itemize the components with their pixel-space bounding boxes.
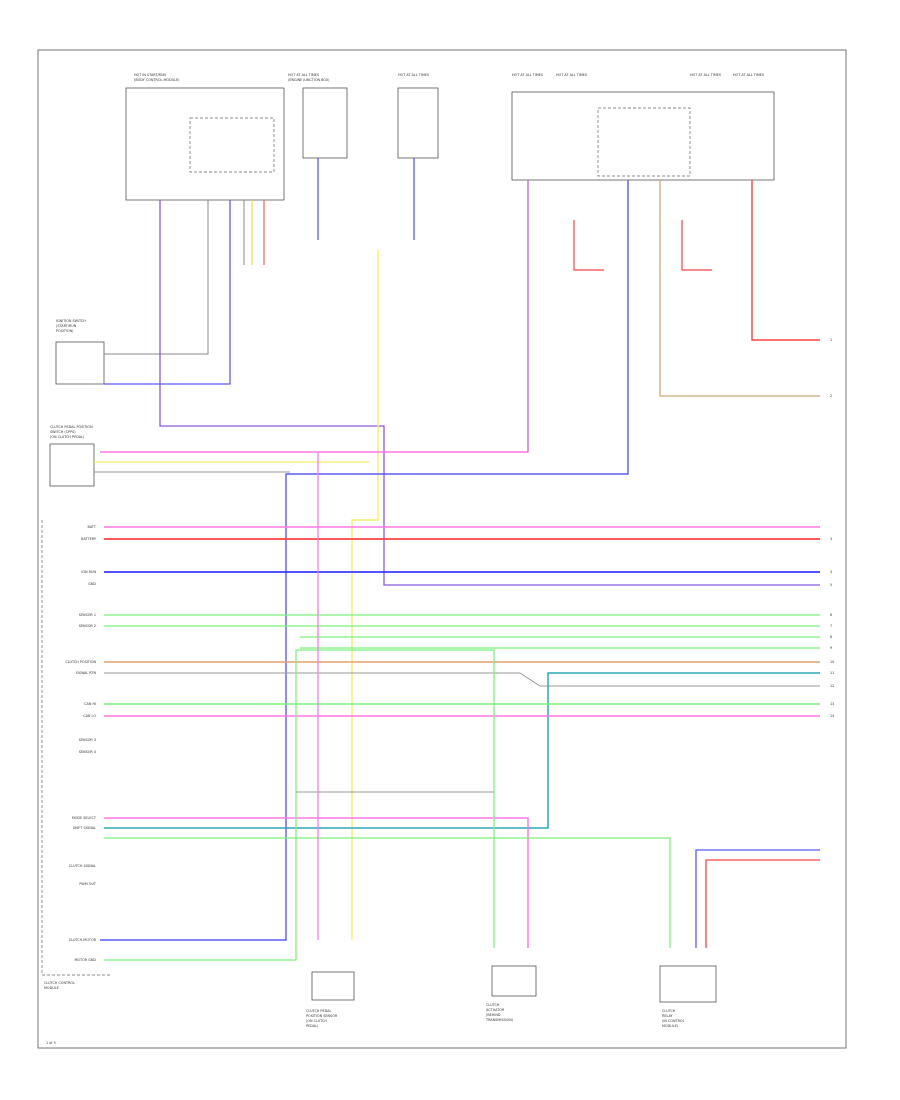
cpps-box (49, 443, 95, 487)
bottom-components: CLUTCH PEDAL POSITION SENSOR (ON CLUTCH … (306, 965, 717, 1028)
wires (94, 158, 820, 961)
right-reference-number: 7 (830, 624, 832, 628)
ejb2-box (397, 87, 439, 159)
module-pin-label: MODE SELECT (72, 816, 97, 820)
bcm-label-2: (BODY CONTROL MODULE) (134, 78, 180, 82)
wire-pink-main (100, 180, 529, 453)
wire-red-relay (705, 859, 820, 948)
module-pin-label: SHIFT SIGNAL (73, 826, 96, 830)
clutch-sensor-box (311, 971, 355, 1001)
wire-blue-relay (695, 849, 820, 948)
cpps-label-2: SWITCH (CPPS) (50, 430, 76, 434)
wire-violet-bcm (159, 200, 820, 586)
module-caption-2: MODULE (44, 986, 59, 990)
clutch-sensor-label: CLUTCH PEDAL (306, 1009, 331, 1013)
module-pin-label: IGN RUN (81, 570, 96, 574)
wire-green-shift (104, 837, 671, 948)
right-reference-number: 11 (830, 671, 834, 675)
right-reference-number: 4 (830, 570, 832, 574)
ejb1-label: HOT AT ALL TIMES (288, 73, 319, 77)
relay-box (659, 965, 717, 1003)
wire-blue-bcm (104, 200, 231, 385)
module-pin-label: MOTOR GND (74, 958, 96, 962)
module-pin-label: CLUTCH MOTOR (69, 938, 97, 942)
module-pin-label: SENSOR 3 (79, 738, 96, 742)
wire-red-fuse3 (751, 180, 820, 341)
relay-label: CLUTCH (662, 1009, 676, 1013)
actuator-label-4: TRANSMISSION) (485, 1018, 514, 1022)
module-pin-label: BATTERY (81, 537, 97, 541)
relay-label-3: (IN CONTROL (662, 1019, 685, 1023)
ejb5-label: HOT AT ALL TIMES (690, 73, 721, 77)
ejb1-box (302, 87, 348, 159)
cpps-label: CLUTCH PEDAL POSITION (50, 425, 93, 429)
wire-tan-fuse (659, 180, 820, 397)
top-components: HOT IN START/RUN (BODY CONTROL MODULE) H… (49, 73, 775, 487)
bcm-inner-box (189, 117, 275, 173)
ignition-switch-label-3: POSITION) (56, 329, 74, 333)
control-module: CLUTCH CONTROL MODULE BATT BATTERY IGN RUN… (41, 520, 110, 990)
actuator-label: CLUTCH (486, 1003, 500, 1007)
actuator-box (491, 965, 537, 997)
module-pin-label: SENSOR 4 (79, 750, 96, 754)
ejb6-label: HOT AT ALL TIMES (733, 73, 764, 77)
right-reference-number: 5 (830, 583, 832, 587)
ignition-switch-label: IGNITION SWITCH (56, 319, 86, 323)
wire-blue-fuse (100, 180, 629, 941)
wire-gray-signal-jog (519, 672, 820, 687)
ignition-switch-box (55, 341, 105, 385)
wire-gray-bcm (104, 200, 209, 355)
right-reference-number: 9 (830, 646, 832, 650)
bcm-box (125, 87, 285, 201)
wire-green-pwm (104, 649, 495, 961)
right-reference-number: 14 (830, 714, 834, 718)
ejb2-label: HOT AT ALL TIMES (398, 73, 429, 77)
module-pin-labels: BATT BATTERY IGN RUN GND SENSOR 1 SENSOR 2 CLU… (65, 525, 97, 962)
ejb3-box (511, 91, 775, 181)
ejb4-label: HOT AT ALL TIMES (556, 73, 587, 77)
wire-yellow-main (351, 250, 379, 940)
clutch-sensor-label-3: (ON CLUTCH (306, 1019, 327, 1023)
module-pin-label: PWM OUT (79, 882, 97, 886)
clutch-sensor-label-4: PEDAL) (306, 1024, 319, 1028)
module-pin-label: CLUTCH SIGNAL (69, 864, 96, 868)
ignition-switch-label-2: (START/RUN (56, 324, 77, 328)
module-pin-label: CAN HI (84, 702, 96, 706)
cpps-label-3: (ON CLUTCH PEDAL) (50, 435, 85, 439)
actuator-label-3: (BEHIND (486, 1013, 501, 1017)
footer-code: 1 of 5 (46, 1041, 56, 1045)
bcm-label: HOT IN START/RUN (134, 73, 166, 77)
wire-pink-mode (104, 817, 529, 948)
module-pin-label: SENSOR 1 (79, 613, 96, 617)
right-reference-number: 6 (830, 613, 832, 617)
right-reference-number: 12 (830, 684, 834, 688)
wire-red-fuse1 (573, 220, 604, 271)
diagram-frame (37, 49, 847, 1049)
right-reference-number: 10 (830, 660, 834, 664)
ejb1-label-2: (ENGINE JUNCTION BOX) (288, 78, 330, 82)
ejb3-label: HOT AT ALL TIMES (512, 73, 543, 77)
wire-red-fuse2 (681, 220, 712, 271)
wire-teal-signal (104, 672, 820, 829)
module-pin-label: SIGNAL RTN (76, 671, 97, 675)
relay-label-4: MODULE) (662, 1024, 679, 1028)
module-pin-label: SENSOR 2 (79, 624, 96, 628)
module-pin-label: CAN LO (83, 714, 96, 718)
clutch-sensor-label-2: POSITION SENSOR (306, 1014, 338, 1018)
right-reference-number: 13 (830, 702, 834, 706)
right-reference-number: 3 (830, 537, 832, 541)
module-pin-label: GND (88, 582, 96, 586)
actuator-label-2: ACTUATOR (486, 1008, 505, 1012)
right-reference-number: 1 (830, 338, 832, 342)
module-caption: CLUTCH CONTROL (44, 981, 75, 985)
module-pin-label: BATT (88, 525, 97, 529)
relay-label-2: RELAY (662, 1014, 674, 1018)
right-reference-number: 2 (830, 394, 832, 398)
right-reference-number: 8 (830, 635, 832, 639)
module-pin-label: CLUTCH POSITION (65, 660, 96, 664)
ejb3-inner-box (597, 107, 691, 177)
